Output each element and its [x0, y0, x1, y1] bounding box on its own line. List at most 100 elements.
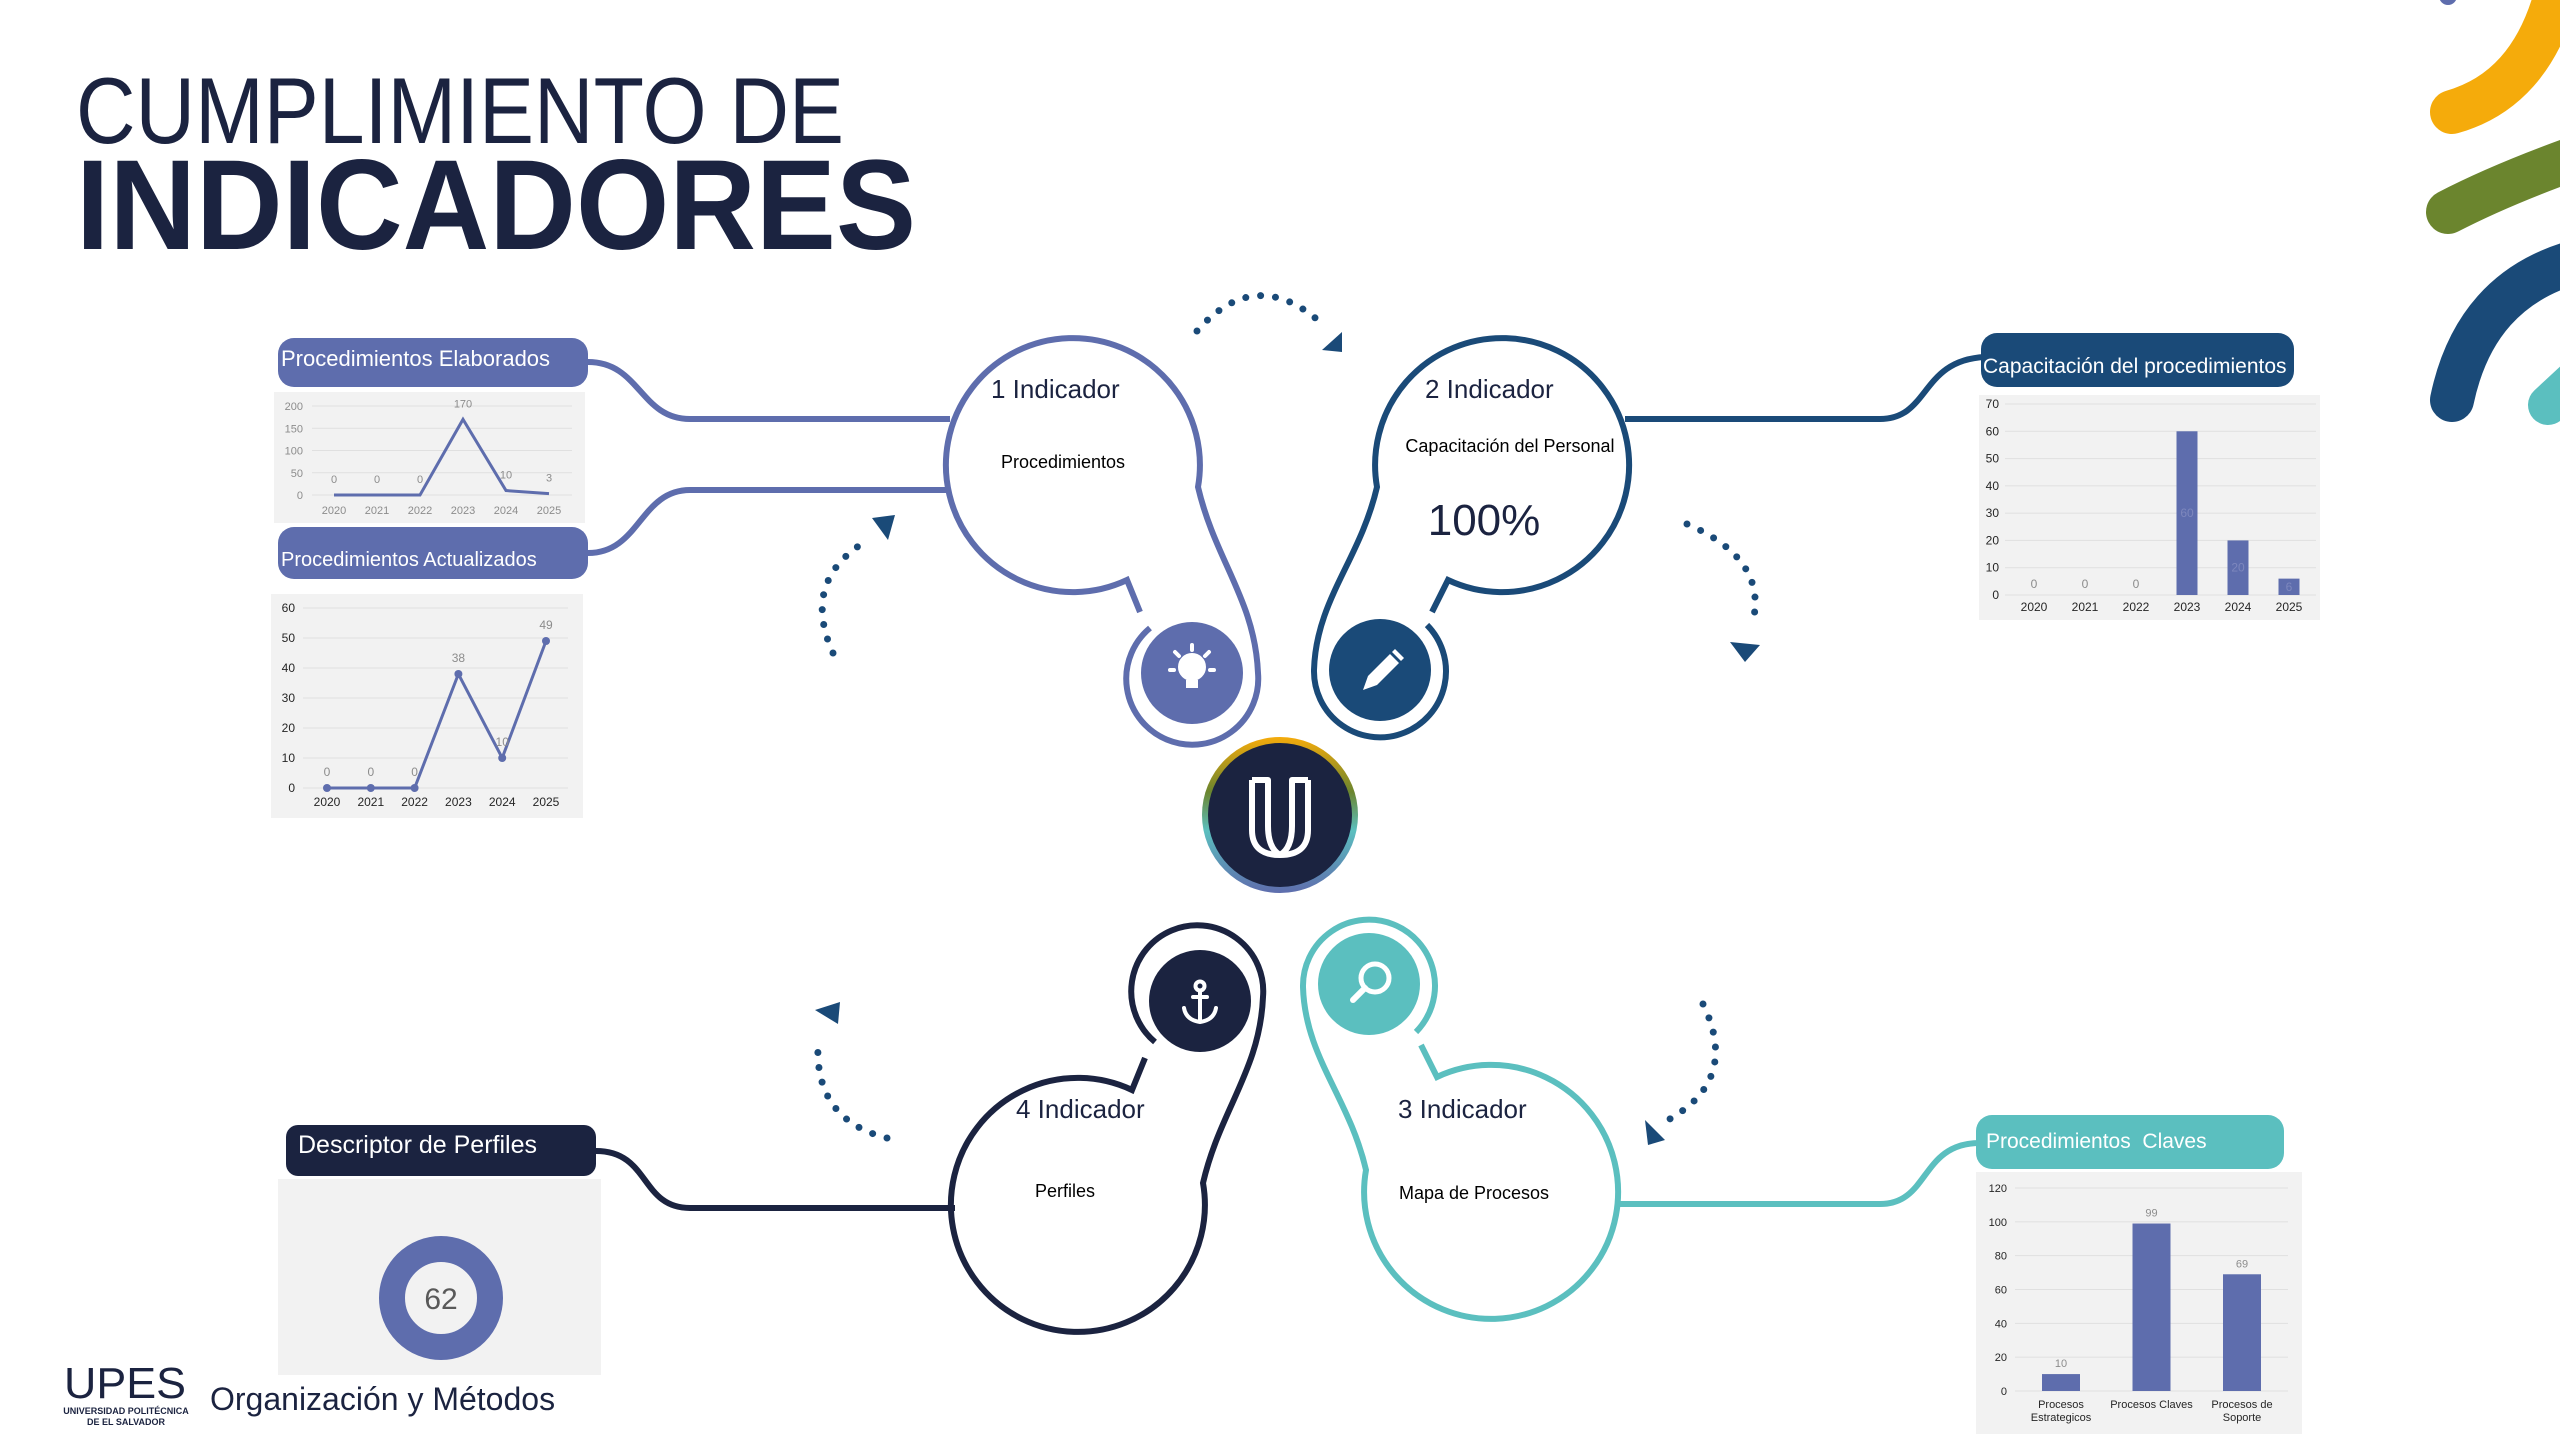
x-tick-label: 2023 — [445, 795, 472, 809]
x-tick-label: 2025 — [2276, 600, 2303, 614]
chart-panel-elaborados — [274, 392, 585, 523]
data-point — [454, 670, 463, 678]
data-label: 10 — [500, 470, 512, 482]
y-tick-label: 50 — [291, 468, 303, 480]
indicator-4-name: Perfiles — [1035, 1181, 1095, 1201]
connector-descriptor — [595, 1148, 955, 1211]
logo-university-line1: UNIVERSIDAD POLITÉCNICA — [63, 1406, 189, 1416]
x-tick-label: 2022 — [401, 795, 428, 809]
data-label: 20 — [2231, 561, 2245, 575]
y-tick-label: 30 — [282, 691, 296, 705]
indicator-3-icon-button[interactable] — [1318, 933, 1420, 1035]
data-label: 3 — [546, 473, 552, 485]
y-tick-label: 80 — [1995, 1251, 2007, 1263]
y-tick-label: 0 — [1992, 588, 1999, 602]
y-tick-label: 20 — [1995, 1352, 2007, 1364]
data-point — [366, 784, 375, 792]
bar — [2042, 1374, 2080, 1391]
header-elaborados: Procedimientos Elaborados — [278, 338, 588, 387]
y-tick-label: 40 — [1995, 1318, 2007, 1330]
y-tick-label: 100 — [1989, 1217, 2007, 1229]
bar — [2132, 1223, 2171, 1391]
connector-claves — [1615, 1140, 1981, 1207]
x-tick-label: 2024 — [2225, 600, 2252, 614]
x-tick-label: Soporte — [2223, 1412, 2262, 1424]
y-tick-label: 120 — [1989, 1183, 2007, 1195]
y-tick-label: 10 — [282, 751, 296, 765]
header-claves: Procedimientos Claves — [1976, 1115, 2284, 1169]
header-claves-label: Procedimientos Claves — [1986, 1130, 2207, 1153]
arrowhead-icon — [1645, 1120, 1665, 1145]
data-label: 0 — [2082, 577, 2089, 591]
data-label: 10 — [2055, 1358, 2067, 1370]
arrowhead-icon — [1730, 642, 1760, 662]
magnifier-icon — [1350, 961, 1392, 1003]
donut-chart: 62 — [379, 1236, 503, 1360]
data-label: 0 — [331, 474, 337, 486]
y-tick-label: 60 — [1986, 424, 2000, 438]
indicator-1-name: Procedimientos — [1001, 452, 1125, 472]
data-label: 0 — [411, 765, 418, 779]
connector-elaborados — [587, 359, 950, 422]
x-tick-label: 2021 — [2072, 600, 2099, 614]
x-tick-label: Procesos Claves — [2110, 1399, 2193, 1411]
y-tick-label: 30 — [1986, 506, 2000, 520]
indicator-3-outline — [1299, 916, 1622, 1322]
x-tick-label: 2022 — [408, 505, 432, 517]
y-tick-label: 20 — [282, 721, 296, 735]
y-tick-label: 0 — [288, 781, 295, 795]
y-tick-label: 50 — [1986, 452, 2000, 466]
lightbulb-icon — [1168, 643, 1216, 688]
indicator-1-outline — [942, 335, 1262, 748]
arrowhead-icon — [815, 1002, 840, 1024]
data-label: 10 — [496, 735, 510, 749]
indicator-4-icon-button[interactable] — [1149, 950, 1251, 1052]
data-label: 99 — [2145, 1208, 2157, 1220]
y-tick-label: 20 — [1986, 533, 2000, 547]
arrowhead-icon — [872, 515, 895, 540]
x-tick-label: 2021 — [365, 505, 389, 517]
x-tick-label: Estrategicos — [2031, 1412, 2092, 1424]
y-tick-label: 200 — [285, 401, 303, 413]
data-label: 0 — [2133, 577, 2140, 591]
header-elaborados-label: Procedimientos Elaborados — [281, 346, 550, 371]
data-point — [410, 784, 419, 792]
series-line — [334, 416, 550, 497]
data-point — [323, 784, 331, 792]
data-label: 69 — [2236, 1258, 2248, 1270]
data-point — [498, 754, 507, 762]
header-capacitacion-label: Capacitación del procedimientos — [1983, 355, 2287, 378]
x-tick-label: 2023 — [2174, 600, 2201, 614]
indicator-2-icon-button[interactable] — [1329, 619, 1431, 721]
x-tick-label: 2020 — [2021, 600, 2048, 614]
y-tick-label: 60 — [1995, 1285, 2007, 1297]
y-tick-label: 70 — [1986, 397, 2000, 411]
logo-university-line2: DE EL SALVADOR — [87, 1417, 166, 1427]
bar — [2176, 431, 2198, 595]
x-tick-label: 2022 — [2123, 600, 2150, 614]
connector-actualizados — [587, 487, 950, 556]
cycle-arrows — [814, 292, 1759, 1142]
data-label: 0 — [417, 474, 423, 486]
indicator-4-number: 4 Indicador — [1016, 1094, 1145, 1124]
indicator-2-number: 2 Indicador — [1425, 374, 1554, 404]
indicator-2-name: Capacitación del Personal — [1405, 436, 1614, 456]
x-tick-label: 2025 — [533, 795, 560, 809]
arrowhead-icon — [1322, 332, 1342, 352]
indicator-1-icon-button[interactable] — [1141, 622, 1243, 724]
title-line2: INDICADORES — [76, 134, 916, 277]
footer-subtitle: Organización y Métodos — [210, 1381, 555, 1417]
data-label: 0 — [2031, 577, 2038, 591]
data-label: 6 — [2286, 580, 2293, 594]
data-label: 170 — [454, 398, 472, 410]
y-tick-label: 150 — [285, 423, 303, 435]
x-tick-label: 2024 — [489, 795, 516, 809]
upes-logo-icon — [1249, 777, 1311, 858]
header-descriptor: Descriptor de Perfiles — [286, 1125, 596, 1176]
data-label: 60 — [2180, 506, 2194, 520]
y-tick-label: 100 — [285, 446, 303, 458]
y-tick-label: 60 — [282, 601, 296, 615]
y-tick-label: 40 — [282, 661, 296, 675]
y-tick-label: 0 — [2001, 1386, 2007, 1398]
